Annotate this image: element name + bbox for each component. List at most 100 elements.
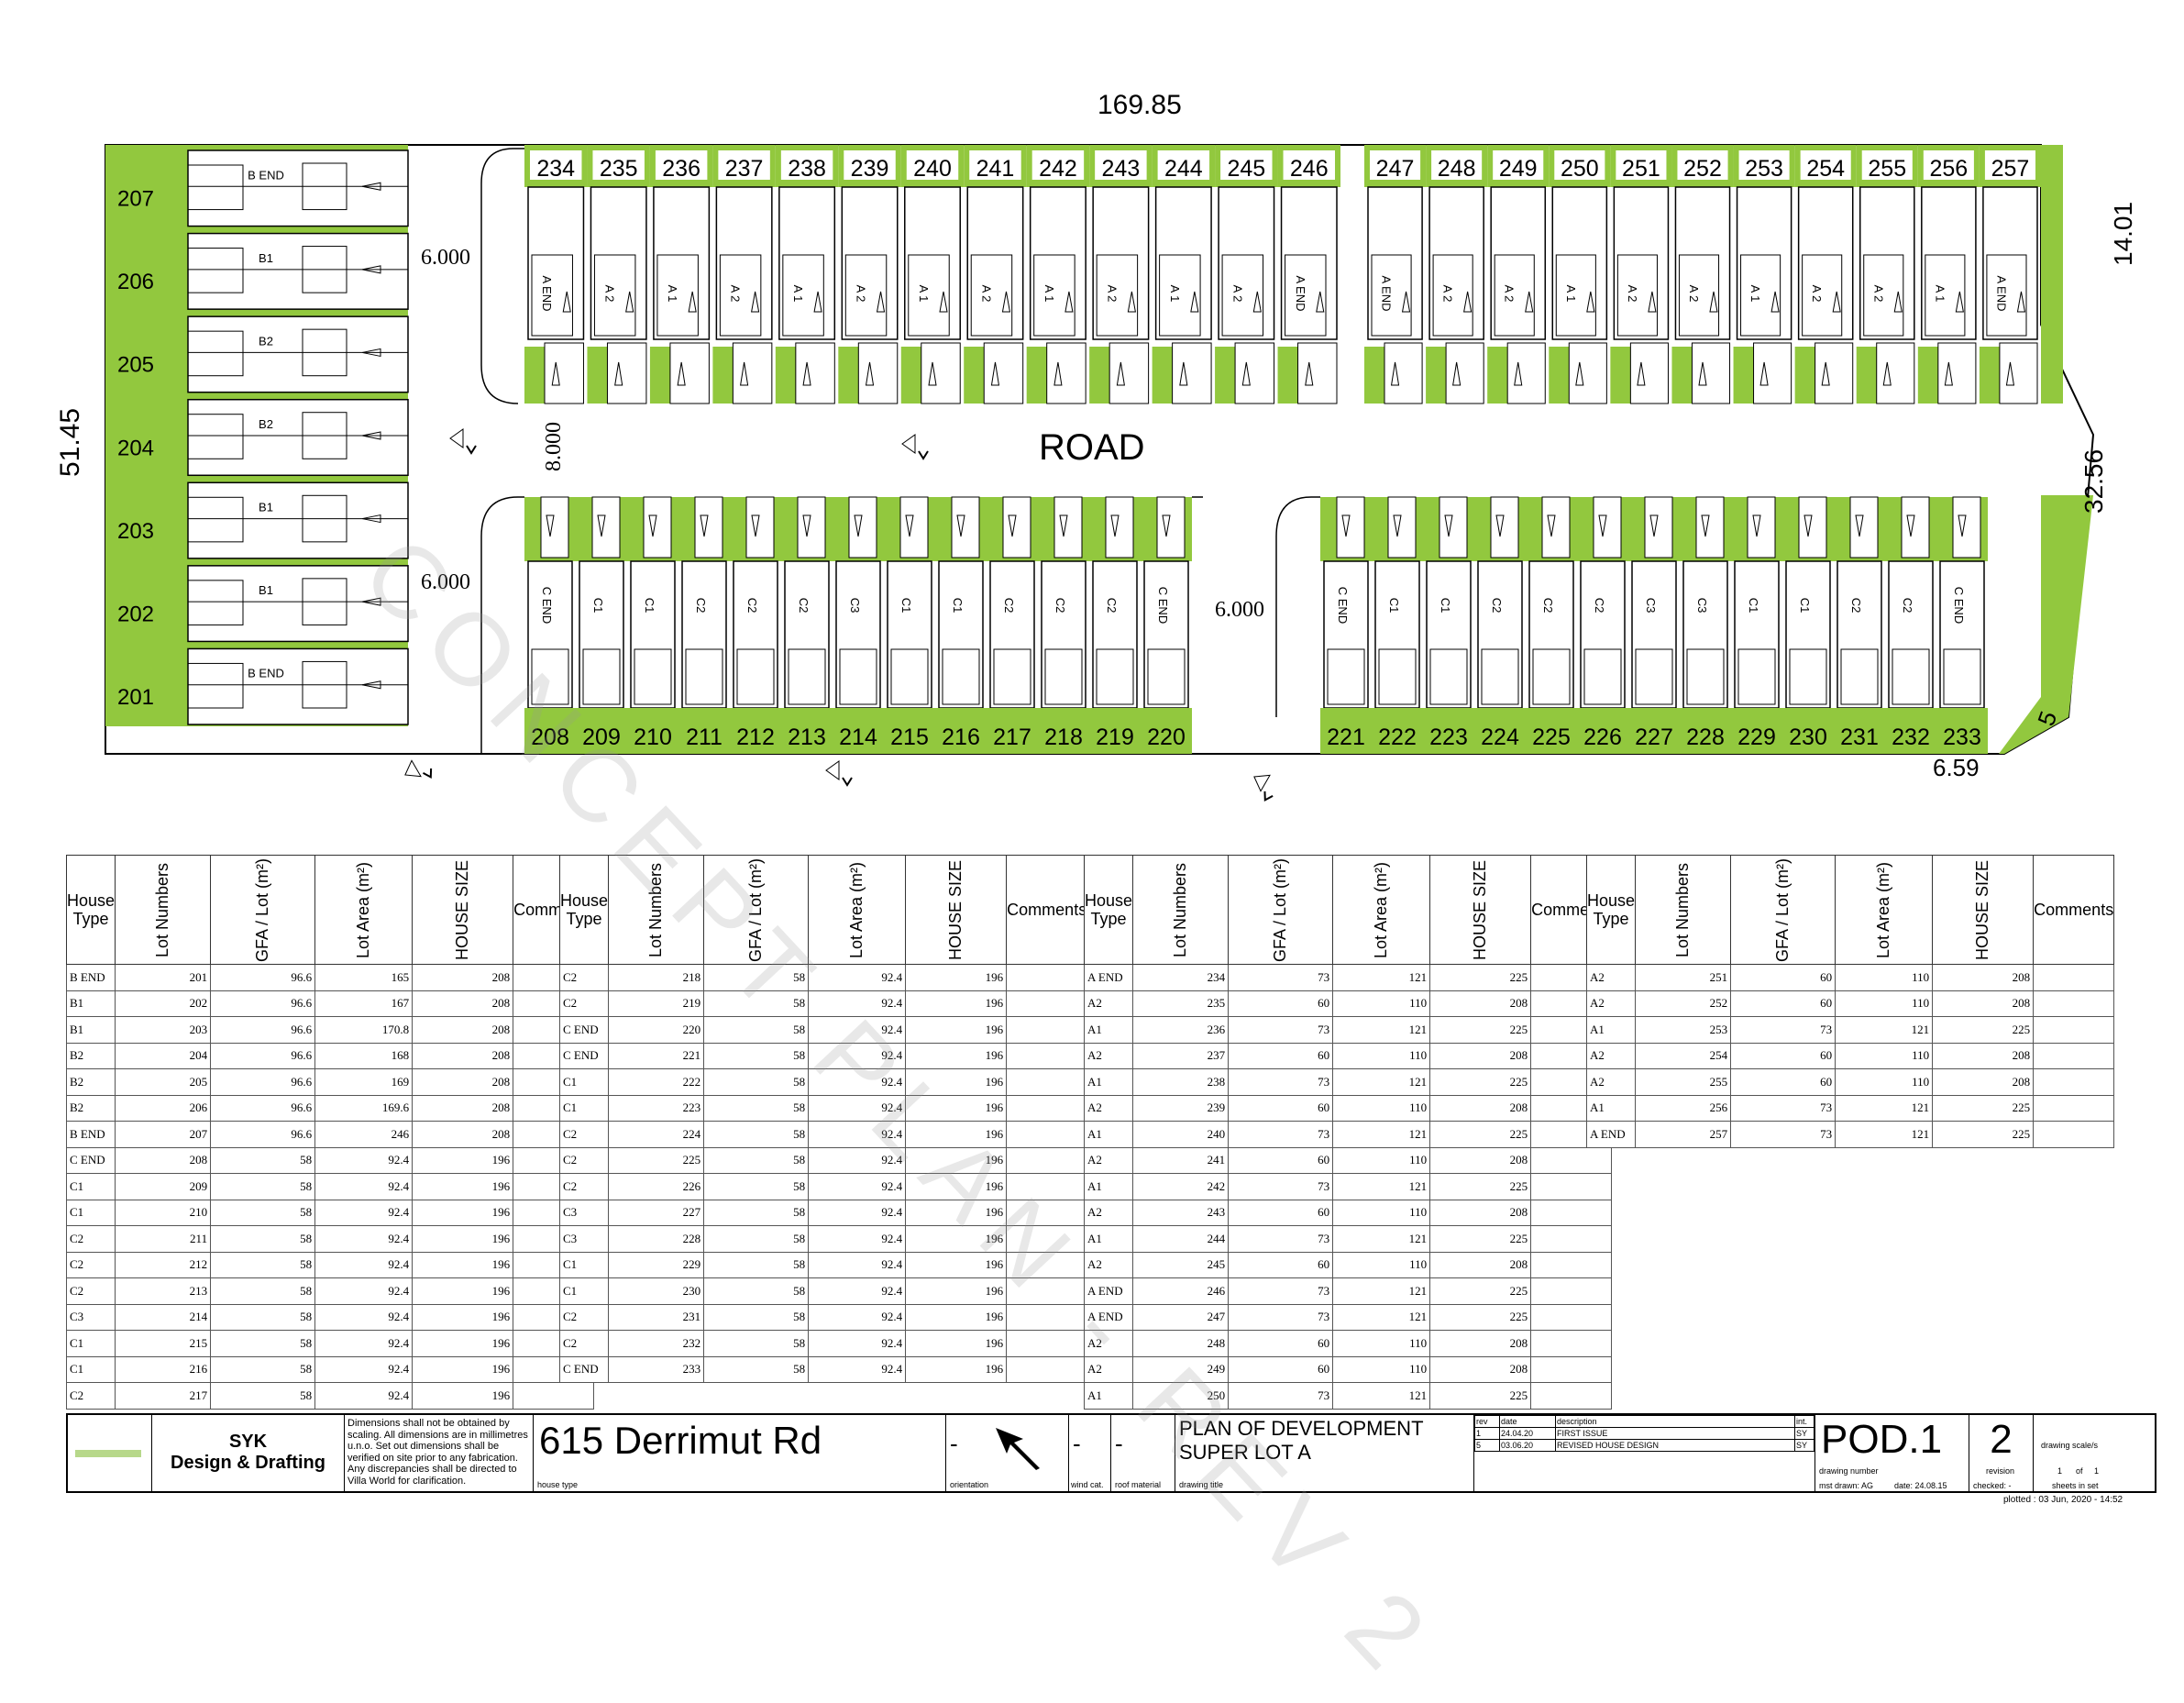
- gfa-cell: 58: [703, 1303, 810, 1331]
- car-icon: [1547, 514, 1556, 537]
- lot-216: [935, 496, 987, 754]
- comments-cell: [1530, 1251, 1613, 1278]
- car-icon: [1575, 361, 1584, 386]
- lot-area-cell: 169: [314, 1068, 414, 1096]
- lot-area-cell: 92.4: [808, 1121, 907, 1148]
- lot-building: [1551, 186, 1608, 340]
- sheet-b: 1: [2094, 1466, 2100, 1476]
- lot-number: 256: [1930, 156, 1969, 182]
- lot-229: [1731, 496, 1782, 754]
- house-type-label: B END: [248, 168, 284, 182]
- lot-number: 206: [117, 270, 154, 294]
- car-icon: [1514, 361, 1523, 386]
- lot-number-cell: 252: [1635, 990, 1732, 1017]
- lot-room: [187, 580, 244, 625]
- lot-room: [839, 648, 877, 705]
- gfa-cell: 96.6: [210, 1121, 316, 1148]
- rev-initials: SY: [1794, 1439, 1814, 1452]
- gfa-cell: 60: [1730, 964, 1837, 991]
- car-icon: [740, 361, 749, 386]
- gfa-cell: 58: [703, 1146, 810, 1174]
- lot-garage: [669, 342, 710, 404]
- lot-garage: [795, 342, 835, 404]
- house-type-cell: A2: [1083, 1042, 1134, 1069]
- drawing-number: POD.1: [1821, 1417, 1943, 1462]
- house-type-label: C2: [1901, 598, 1914, 614]
- lot-number-cell: 250: [1132, 1382, 1230, 1410]
- house-type-label: B2: [259, 334, 273, 348]
- lot-garage: [899, 496, 929, 558]
- lot-building: [715, 186, 773, 340]
- lot-number-cell: 235: [1132, 990, 1230, 1017]
- lot-room: [1678, 254, 1720, 337]
- house-type-label: C2: [1490, 598, 1504, 614]
- house-type-cell: B1: [65, 1016, 116, 1044]
- gfa-cell: 58: [210, 1277, 316, 1305]
- lot-green: [649, 347, 670, 404]
- col-comments: Comments: [2034, 901, 2114, 919]
- gfa-cell: 96.6: [210, 1094, 316, 1122]
- lot-room: [1371, 254, 1412, 337]
- car-icon: [865, 361, 875, 386]
- sheets-label: sheets in set: [2052, 1481, 2099, 1490]
- lot-garage: [1814, 342, 1854, 404]
- comments-cell: [1006, 1173, 1088, 1200]
- gfa-cell: 58: [703, 1199, 810, 1226]
- house-type-label: C2: [1849, 598, 1863, 614]
- lot-green: [781, 708, 833, 754]
- lot-number-cell: 209: [115, 1173, 212, 1200]
- lot-garage: [591, 496, 621, 558]
- lot-green: [1215, 347, 1236, 404]
- lot-green: [1320, 708, 1372, 754]
- lot-building: [1490, 186, 1547, 340]
- lot-number: 247: [1376, 156, 1415, 182]
- lot-building: [1613, 186, 1670, 340]
- lot-garage: [848, 496, 877, 558]
- house-type-label: A 2: [1871, 285, 1885, 303]
- lot-area-cell: 92.4: [314, 1199, 414, 1226]
- lot-number-cell: 231: [608, 1303, 705, 1331]
- lot-number: 254: [1806, 156, 1845, 182]
- lot-green: [524, 347, 545, 404]
- stair-icon: [2016, 291, 2026, 313]
- stair-icon: [1316, 291, 1325, 313]
- lot-green: [587, 347, 608, 404]
- lot-room: [782, 254, 824, 337]
- car-icon: [1305, 361, 1314, 386]
- lot-building: [187, 398, 409, 477]
- dim-right-upper: 14.01: [2109, 201, 2137, 266]
- lot-building: [1041, 560, 1086, 709]
- gfa-cell: 58: [703, 1016, 810, 1044]
- gfa-cell: 96.6: [210, 990, 316, 1017]
- house-type-cell: A2: [1585, 990, 1637, 1017]
- lot-245: [1215, 145, 1278, 404]
- lot-area-cell: 92.4: [314, 1146, 414, 1174]
- comments-cell: [1530, 1146, 1613, 1174]
- house-size-cell: 208: [412, 1016, 514, 1044]
- house-size-cell: 196: [905, 1068, 1008, 1096]
- lot-room: [1096, 254, 1139, 337]
- gfa-cell: 58: [210, 1199, 316, 1226]
- lot-220: [1141, 496, 1192, 754]
- house-size-cell: 208: [1932, 990, 2035, 1017]
- lot-area-cell: 121: [1332, 1016, 1431, 1044]
- road-edge: [480, 148, 524, 404]
- gfa-cell: 73: [1228, 1068, 1334, 1096]
- lot-garage: [1384, 342, 1423, 404]
- col-house-type: House Type: [1085, 891, 1133, 928]
- lot-garage: [1849, 496, 1879, 558]
- lot-garage: [1644, 496, 1673, 558]
- lot-room: [942, 648, 980, 705]
- house-size-cell: 196: [412, 1303, 514, 1331]
- lot-251: [1610, 145, 1672, 404]
- lot-number-bg: [1220, 150, 1273, 180]
- lot-garage: [1876, 342, 1915, 404]
- lot-number-bg: [718, 150, 770, 180]
- house-size-cell: 196: [905, 1016, 1008, 1044]
- lot-room: [656, 254, 699, 337]
